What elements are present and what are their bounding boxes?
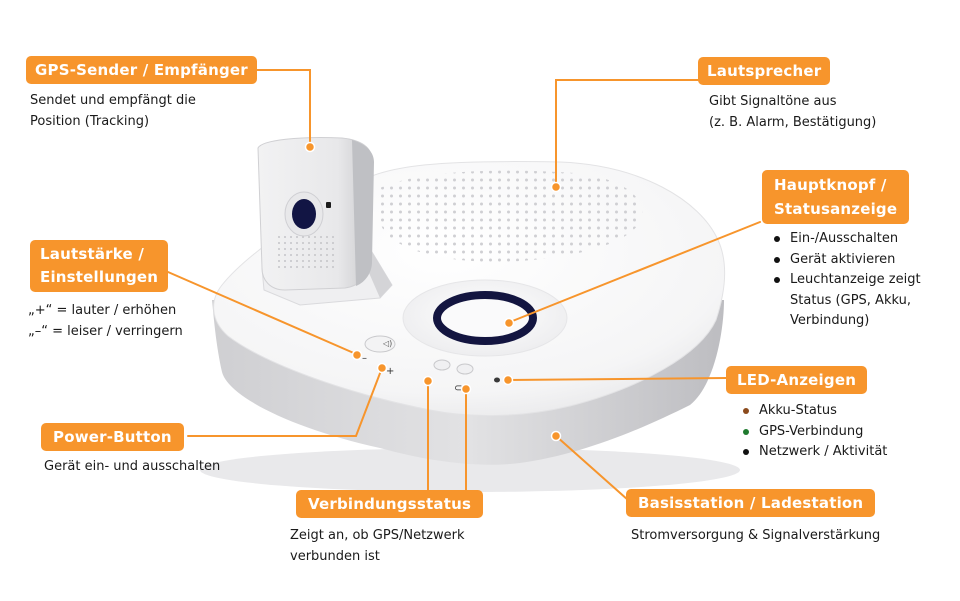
volume-connector xyxy=(167,271,357,355)
main-button-label: Hauptknopf / Statusanzeige xyxy=(762,170,910,224)
gps-desc-line: Sendet und empfängt die xyxy=(30,93,196,108)
bullet-dot xyxy=(774,236,780,242)
gps-desc-line: Position (Tracking) xyxy=(30,113,150,129)
gps-led-dot xyxy=(743,428,749,435)
power-description: Gerät ein- und ausschalten xyxy=(44,457,220,478)
power-dot xyxy=(376,362,388,374)
power-connector xyxy=(187,367,383,437)
gps-tracker-side xyxy=(352,140,374,286)
battery-led-dot xyxy=(743,408,749,414)
led-indicator xyxy=(494,377,500,383)
tracker-cradle-side xyxy=(366,252,392,298)
base-label: Basisstation / Ladestation xyxy=(626,489,876,517)
power-label: Power-Button xyxy=(41,423,184,451)
speaker-description: Gibt Signaltöne aus (z. B. Alarm, Bestät… xyxy=(709,92,876,133)
bullet-continuation: Status (GPS, Akku, xyxy=(790,292,911,308)
bullet-dot xyxy=(774,277,780,283)
gps-label: GPS-Sender / Empfänger xyxy=(26,56,257,84)
gps-dot xyxy=(304,141,316,153)
volume-dot xyxy=(351,349,363,361)
connection-button xyxy=(456,363,474,375)
connection-label: Verbindungsstatus xyxy=(296,490,484,518)
bullet-item: Gerät aktivieren xyxy=(771,250,921,271)
power-desc-line: Gerät ein- und ausschalten xyxy=(44,459,221,474)
speaker-label: Lautsprecher xyxy=(698,57,831,85)
device-shadow xyxy=(200,448,740,492)
plus-mark: + xyxy=(386,366,394,377)
bullet-item: Ein-/Ausschalten xyxy=(771,229,921,250)
main-button-bullets: Ein-/Ausschalten Gerät aktivieren Leucht… xyxy=(771,229,921,332)
volume-desc-line: „–“ = leiser / verringern xyxy=(28,323,183,339)
connection-dot-left xyxy=(422,375,434,387)
volume-description: „+“ = lauter / erhöhen „–“ = leiser / ve… xyxy=(28,301,183,342)
led-bullet-gps: GPS-Verbindung xyxy=(740,422,887,443)
leds-connector xyxy=(507,377,727,381)
power-button xyxy=(433,359,451,371)
speaker-desc-line: Gibt Signaltöne aus xyxy=(709,94,837,109)
tracker-led xyxy=(326,202,331,208)
volume-label: Lautstärke / Einstellungen xyxy=(30,240,169,292)
connection-desc-line: verbunden ist xyxy=(290,548,380,564)
volume-title-line: Lautstärke / xyxy=(40,245,144,263)
connection-description: Zeigt an, ob GPS/Netzwerk verbunden ist xyxy=(290,526,465,567)
leds-label: LED-Anzeigen xyxy=(726,366,868,394)
led-bullet-network: Netzwerk / Aktivität xyxy=(740,442,887,463)
connection-desc-line: Zeigt an, ob GPS/Netzwerk xyxy=(290,528,465,543)
minus-mark: – xyxy=(362,353,367,364)
tracker-sos-button xyxy=(292,199,316,229)
leds-bullets: Akku-Status GPS-Verbindung Netzwerk / Ak… xyxy=(740,401,887,463)
volume-title-line: Einstellungen xyxy=(40,268,159,286)
main-button-ring xyxy=(433,291,537,345)
main-button-title-line: Statusanzeige xyxy=(774,200,898,218)
network-led-dot xyxy=(743,449,749,455)
main-button-title-line: Hauptknopf / xyxy=(774,176,887,194)
base-description: Stromversorgung & Signalverstärkung xyxy=(631,526,880,547)
bullet-item: Leuchtanzeige zeigt xyxy=(771,270,921,291)
speaker-grille xyxy=(375,170,643,262)
led-bullet-battery: Akku-Status xyxy=(740,401,887,422)
main-button-dot xyxy=(503,317,515,329)
base-desc-line: Stromversorgung & Signalverstärkung xyxy=(631,528,881,543)
leds-dot xyxy=(502,374,514,386)
volume-button xyxy=(364,335,396,353)
speaker-connector xyxy=(555,79,699,186)
base-dot xyxy=(550,430,562,442)
speaker-dot xyxy=(550,181,562,193)
speaker-desc-line: (z. B. Alarm, Bestätigung) xyxy=(709,114,877,130)
main-button-connector xyxy=(509,221,761,323)
bullet-dot xyxy=(774,256,780,263)
gps-description: Sendet und empfängt die Position (Tracki… xyxy=(30,91,196,132)
volume-desc-line: „+“ = lauter / erhöhen xyxy=(28,303,177,318)
base-connector xyxy=(555,435,629,501)
connection-dot-right xyxy=(460,383,472,395)
bullet-continuation: Verbindung) xyxy=(790,313,870,328)
tracker-speaker-holes xyxy=(278,236,338,272)
volume-speaker-glyph: ◁) xyxy=(382,339,392,348)
gps-connector xyxy=(249,69,311,147)
